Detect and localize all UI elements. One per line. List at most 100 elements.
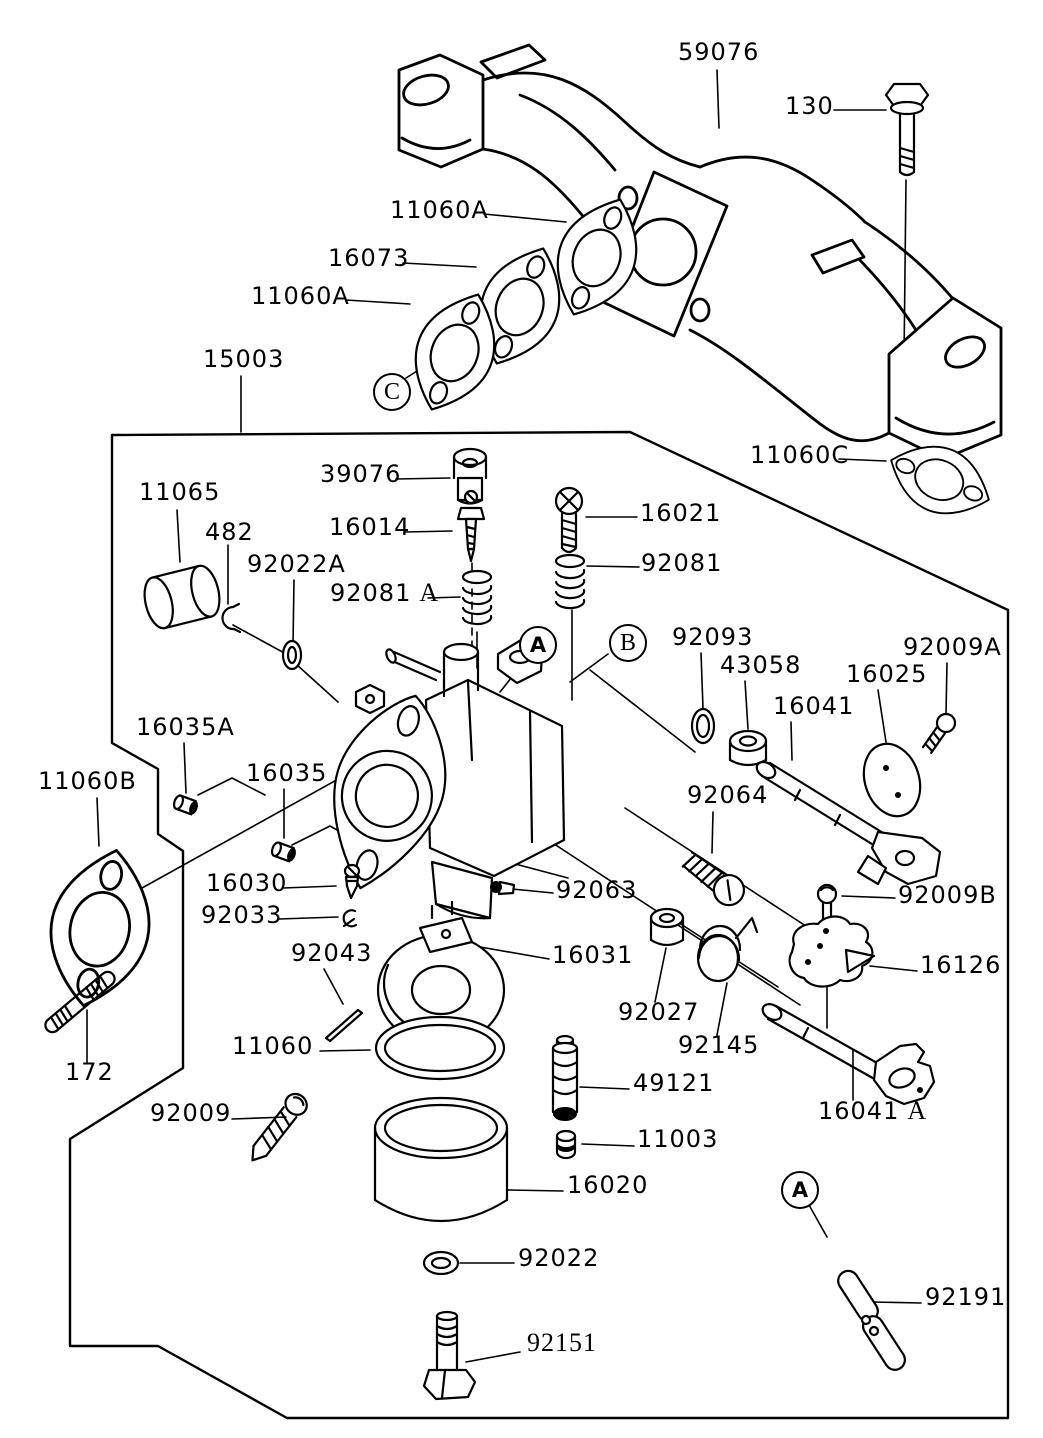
part-label-11060: 11060: [232, 1034, 313, 1058]
part-number: 16041: [773, 692, 855, 720]
part-number: 16025: [846, 660, 928, 688]
part-92145-spring: [696, 916, 759, 983]
part-label-16073: 16073: [328, 246, 409, 270]
part-number: 11065: [139, 478, 221, 506]
part-label-11065: 11065: [139, 480, 220, 504]
part-92043-pin: [324, 1008, 364, 1043]
part-number: 92064: [687, 781, 769, 809]
part-number: 49121: [633, 1069, 715, 1097]
part-number: 16073: [328, 244, 410, 272]
intake-manifold: [397, 43, 1003, 461]
callout-letter: B: [619, 630, 636, 656]
part-label-16035: 16035: [246, 761, 327, 785]
part-number: 16021: [640, 499, 722, 527]
part-number: 11060: [232, 1032, 314, 1060]
part-label-92022a: 92022A: [247, 552, 346, 576]
part-16126-choke-valve: [788, 915, 876, 988]
part-label-92009b: 92009B: [898, 883, 997, 907]
part-label-16041: 16041: [773, 694, 854, 718]
part-label-92093: 92093: [672, 625, 753, 649]
part-number: 16031: [552, 941, 634, 969]
part-92009-screw: [251, 1092, 308, 1162]
part-number: 92063: [556, 876, 638, 904]
part-16035a-plug: [172, 794, 198, 816]
part-label-92022: 92022: [518, 1246, 599, 1270]
part-number: 92009B: [898, 881, 997, 909]
part-label-92151: 92151: [527, 1330, 597, 1356]
part-number: 130: [785, 92, 834, 120]
part-49121-main-jet: [551, 1034, 579, 1121]
callout-a-circle: A: [781, 1171, 819, 1209]
part-label-16126: 16126: [920, 953, 1001, 977]
part-number: 92151: [527, 1328, 597, 1357]
part-16031-float: [376, 900, 506, 1047]
part-label-16014: 16014: [329, 515, 410, 539]
callout-letter: C: [383, 379, 400, 405]
part-number: 92033: [201, 901, 283, 929]
part-482-clip: [221, 602, 242, 634]
part-92027-bushing: [649, 907, 685, 947]
part-label-482: 482: [205, 520, 254, 544]
part-label-172: 172: [65, 1060, 114, 1084]
part-label-11060a-left: 11060A: [251, 284, 350, 308]
part-number: 16014: [329, 513, 411, 541]
part-number: 16035A: [136, 713, 235, 741]
assembly-border: [68, 430, 1010, 1420]
part-92063-plug: [490, 880, 516, 896]
part-label-92063: 92063: [556, 878, 637, 902]
part-label-43058: 43058: [720, 653, 801, 677]
part-92022a-washer: [281, 639, 303, 671]
part-number: 15003: [203, 345, 285, 373]
callout-a-circle: A: [519, 626, 557, 664]
part-16041a-choke-shaft: [761, 1003, 936, 1106]
part-number: 11003: [637, 1125, 719, 1153]
part-130-bolt: [884, 82, 930, 177]
part-number: 11060B: [38, 767, 137, 795]
part-92033-clip: [342, 909, 358, 928]
part-label-92009a: 92009A: [903, 635, 1002, 659]
part-number: 92009A: [903, 633, 1002, 661]
part-number: 16126: [920, 951, 1002, 979]
part-number: 92022: [518, 1244, 600, 1272]
part-label-11060b: 11060B: [38, 769, 137, 793]
part-label-15003: 15003: [203, 347, 284, 371]
part-number-suffix: A: [419, 578, 439, 607]
part-label-11060a-top: 11060A: [390, 198, 489, 222]
callout-letter: A: [529, 632, 547, 657]
part-number: 39076: [320, 460, 402, 488]
part-label-92009: 92009: [150, 1101, 231, 1125]
part-label-11003: 11003: [637, 1127, 718, 1151]
part-label-92081: 92081: [641, 551, 722, 575]
part-92022-washer: [422, 1250, 460, 1276]
part-number: 16035: [246, 759, 328, 787]
part-number: 482: [205, 518, 254, 546]
part-label-16020: 16020: [567, 1173, 648, 1197]
part-number: 92081: [330, 579, 412, 607]
part-number: 92191: [925, 1283, 1007, 1311]
callout-b-circle: B: [609, 624, 647, 662]
part-number: 11060A: [390, 196, 489, 224]
part-number: 16041: [818, 1097, 900, 1125]
part-label-16031: 16031: [552, 943, 633, 967]
part-92081-spring-right: [554, 553, 586, 610]
part-label-39076: 39076: [320, 462, 401, 486]
part-16035-plug: [270, 841, 296, 863]
part-11065-cap: [143, 564, 221, 630]
part-39076-fitting: [452, 447, 488, 505]
part-label-92027: 92027: [618, 1000, 699, 1024]
part-label-16025: 16025: [846, 662, 927, 686]
part-16021-screw: [554, 486, 584, 554]
part-label-11060c: 11060C: [750, 443, 849, 467]
callout-c-circle: C: [373, 373, 411, 411]
part-label-130: 130: [785, 94, 834, 118]
part-number: 92009: [150, 1099, 232, 1127]
part-number: 43058: [720, 651, 802, 679]
part-number: 92081: [641, 549, 723, 577]
part-92081a-spring: [461, 569, 493, 626]
callout-letter: A: [791, 1177, 809, 1202]
part-number: 92093: [672, 623, 754, 651]
part-16030-valve: [343, 863, 361, 900]
